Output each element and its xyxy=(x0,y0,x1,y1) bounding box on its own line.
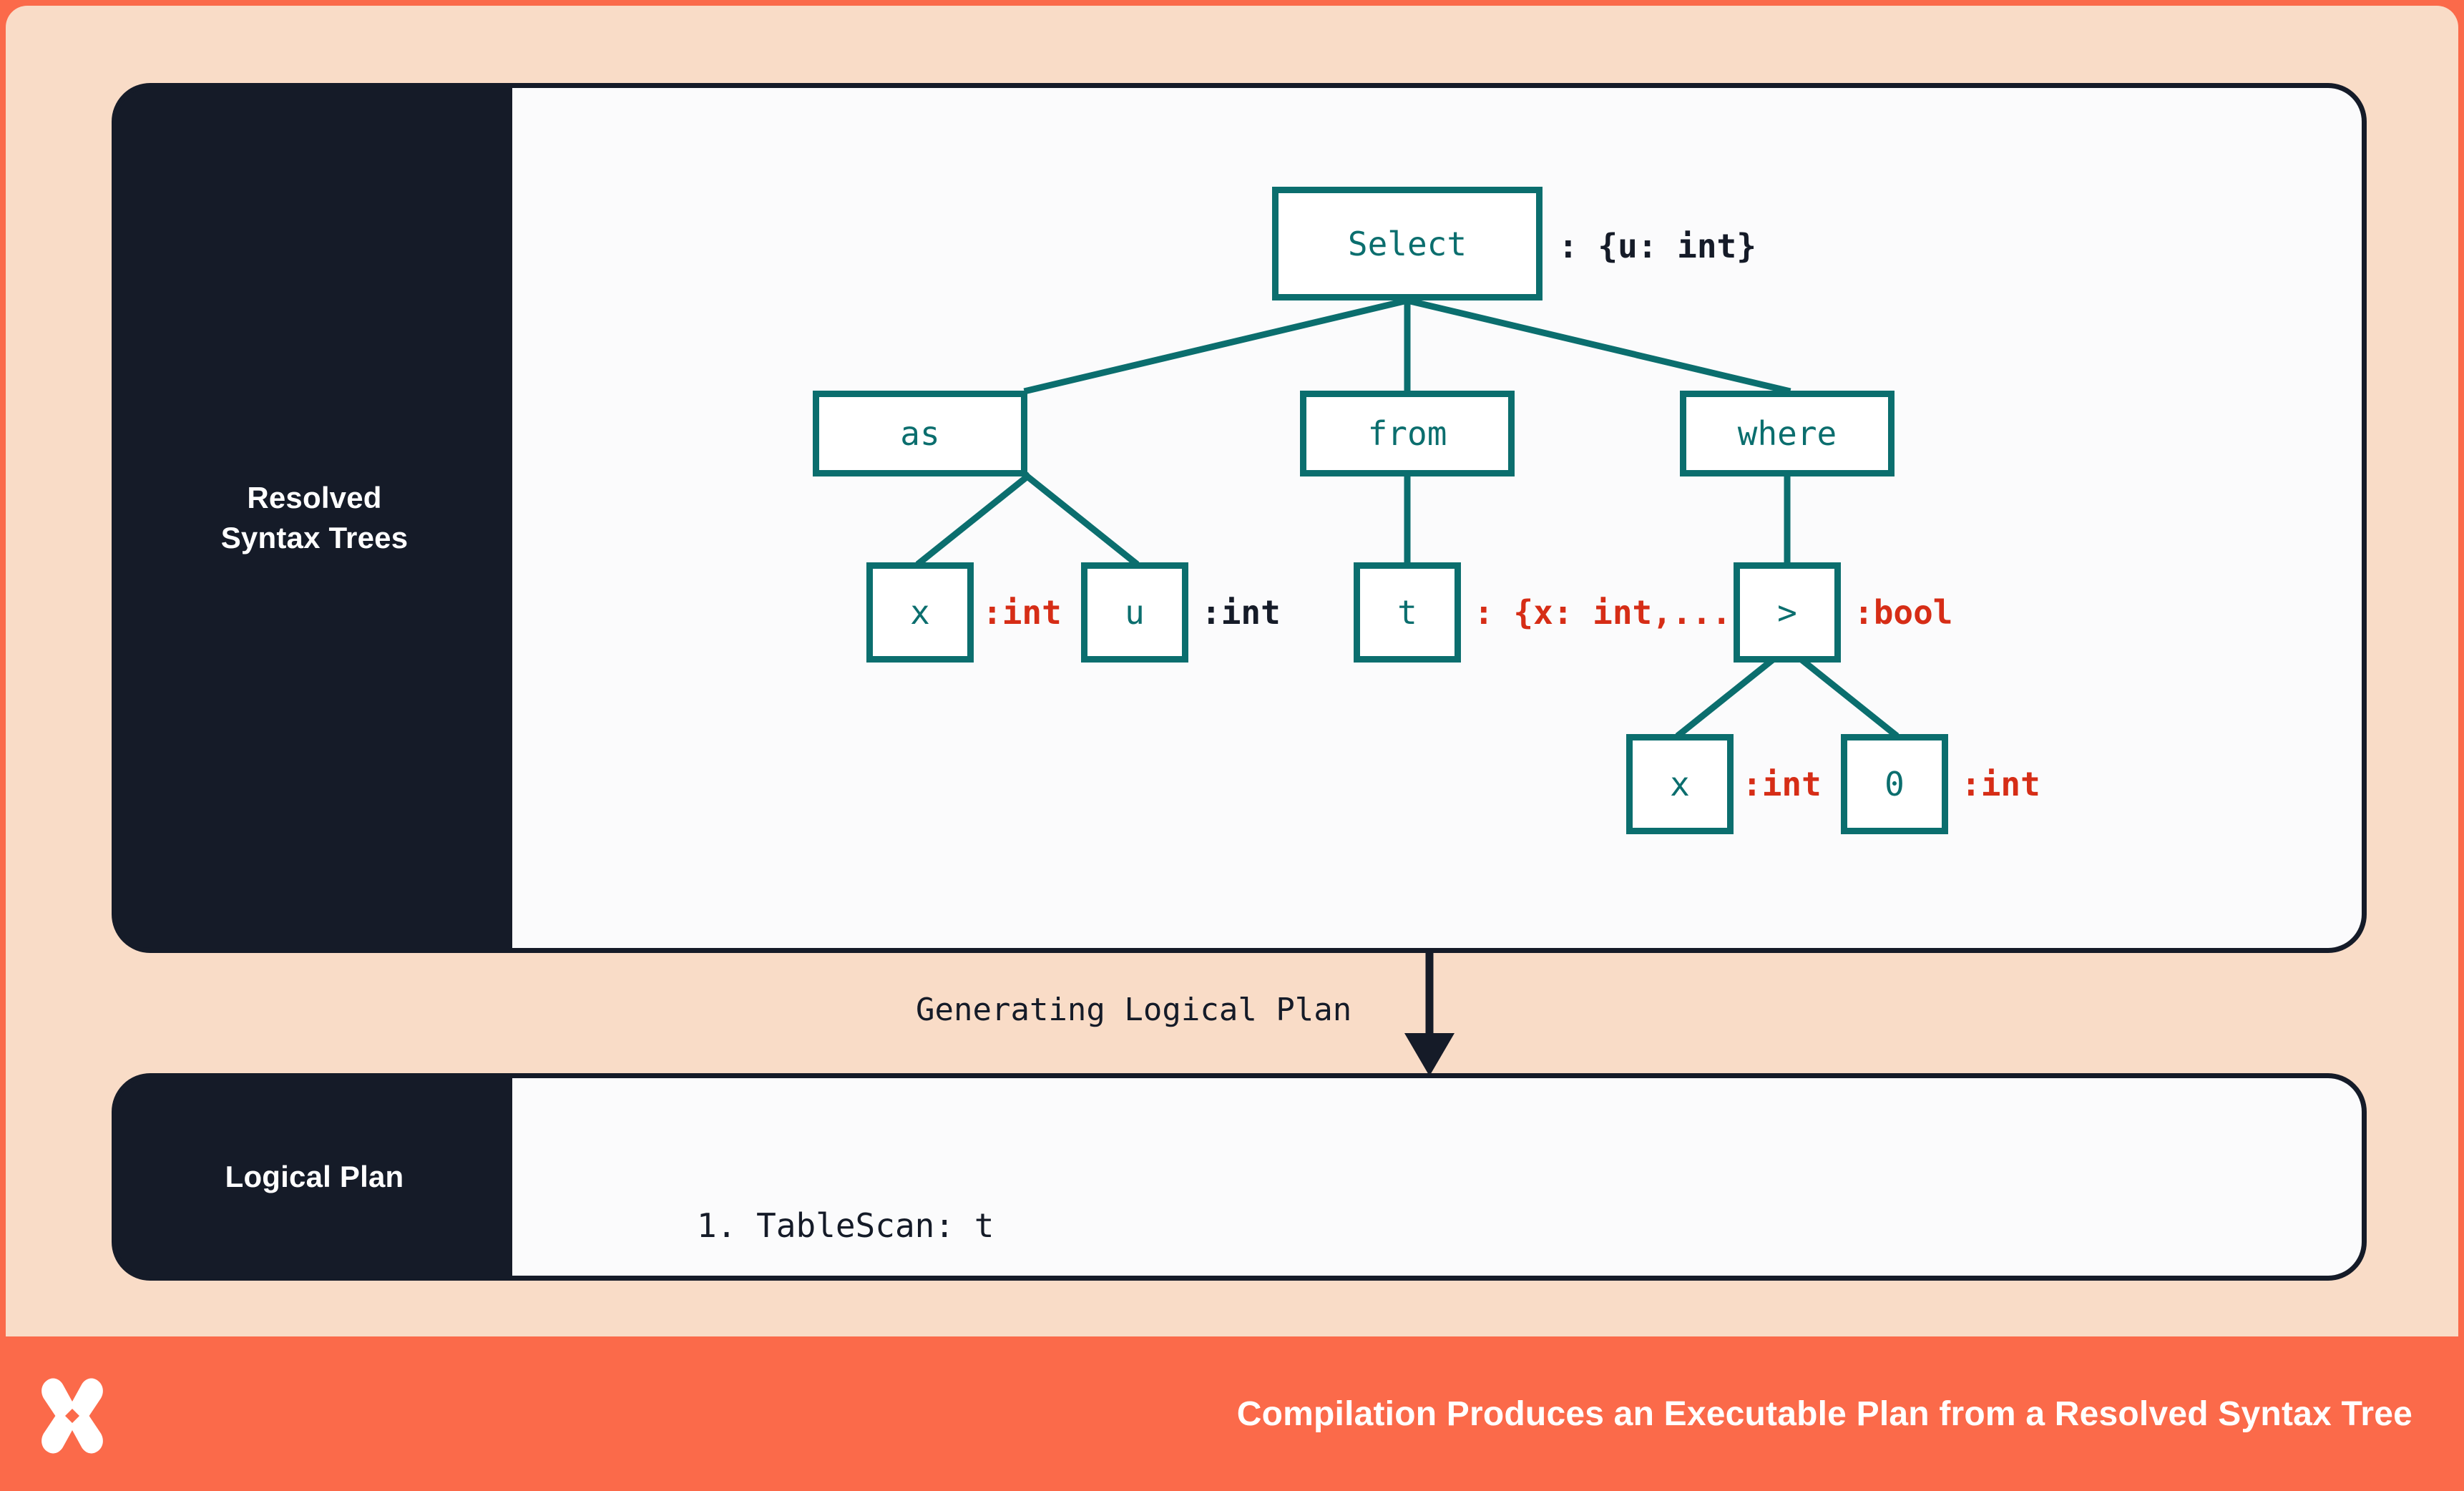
tree-node-as-label: as xyxy=(900,414,940,453)
tree-node-gt-zero[interactable]: 0 xyxy=(1841,734,1948,834)
x-logo-icon xyxy=(41,1378,103,1454)
connector-label: Generating Logical Plan xyxy=(916,992,1352,1028)
tree-edges xyxy=(915,296,1900,739)
tree-node-select[interactable]: Select xyxy=(1272,187,1543,300)
tree-annotation-gt-zero: :int xyxy=(1961,765,2040,803)
tree-node-select-label: Select xyxy=(1347,224,1467,263)
logical-plan-canvas: 1. TableScan: t 2. Filter: t.x > 0 3. Pr… xyxy=(512,1078,2362,1276)
tree-node-from-label: from xyxy=(1367,414,1447,453)
logical-plan-steps: 1. TableScan: t 2. Filter: t.x > 0 3. Pr… xyxy=(697,1113,1153,1276)
logical-plan-label: Logical Plan xyxy=(225,1159,404,1193)
tree-node-as-x-label: x xyxy=(910,593,930,632)
tree-annotation-from-t: : {x: int,...} xyxy=(1474,593,1751,632)
tree-node-from-t-label: t xyxy=(1397,593,1417,632)
tree-node-as-u[interactable]: u xyxy=(1081,562,1188,663)
logical-plan-card: Logical Plan 1. TableScan: t 2. Filter: … xyxy=(112,1073,2367,1281)
syntax-tree-canvas: Select : {u: int} as from where xyxy=(512,88,2362,948)
resolved-syntax-trees-card: Resolved Syntax Trees xyxy=(112,83,2367,953)
tree-node-gt-x-label: x xyxy=(1670,765,1690,803)
tree-node-as-x[interactable]: x xyxy=(866,562,974,663)
connector-arrow-icon xyxy=(1404,953,1455,1076)
tree-node-gt-zero-label: 0 xyxy=(1884,765,1905,803)
tree-annotation-gt: :bool xyxy=(1854,593,1953,632)
tree-node-as-u-label: u xyxy=(1125,593,1145,632)
rst-label-line1: Resolved xyxy=(247,480,382,514)
tree-node-from-t[interactable]: t xyxy=(1354,562,1461,663)
tree-node-from[interactable]: from xyxy=(1300,391,1515,476)
tree-annotation-gt-x: :int xyxy=(1742,765,1822,803)
footer-bar: Compilation Produces an Executable Plan … xyxy=(0,1336,2464,1491)
resolved-syntax-trees-label: Resolved Syntax Trees xyxy=(117,88,512,948)
tree-node-where[interactable]: where xyxy=(1680,391,1895,476)
tree-node-gt-x[interactable]: x xyxy=(1626,734,1734,834)
tree-annotation-select: : {u: int} xyxy=(1558,227,1756,265)
tree-node-where-label: where xyxy=(1737,414,1837,453)
tree-annotation-as-u: :int xyxy=(1201,593,1281,632)
tree-node-gt[interactable]: > xyxy=(1734,562,1841,663)
poster-stage: Resolved Syntax Trees xyxy=(6,6,2458,1336)
tree-node-as[interactable]: as xyxy=(813,391,1027,476)
tree-annotation-as-x: :int xyxy=(982,593,1062,632)
tree-node-gt-label: > xyxy=(1777,593,1797,632)
syntax-tree: Select : {u: int} as from where xyxy=(512,88,2362,948)
rst-label-line2: Syntax Trees xyxy=(220,521,409,554)
logical-plan-step: 1. TableScan: t xyxy=(697,1206,994,1245)
generating-logical-plan-connector xyxy=(6,953,2464,1076)
footer-caption: Compilation Produces an Executable Plan … xyxy=(1236,1394,2412,1433)
